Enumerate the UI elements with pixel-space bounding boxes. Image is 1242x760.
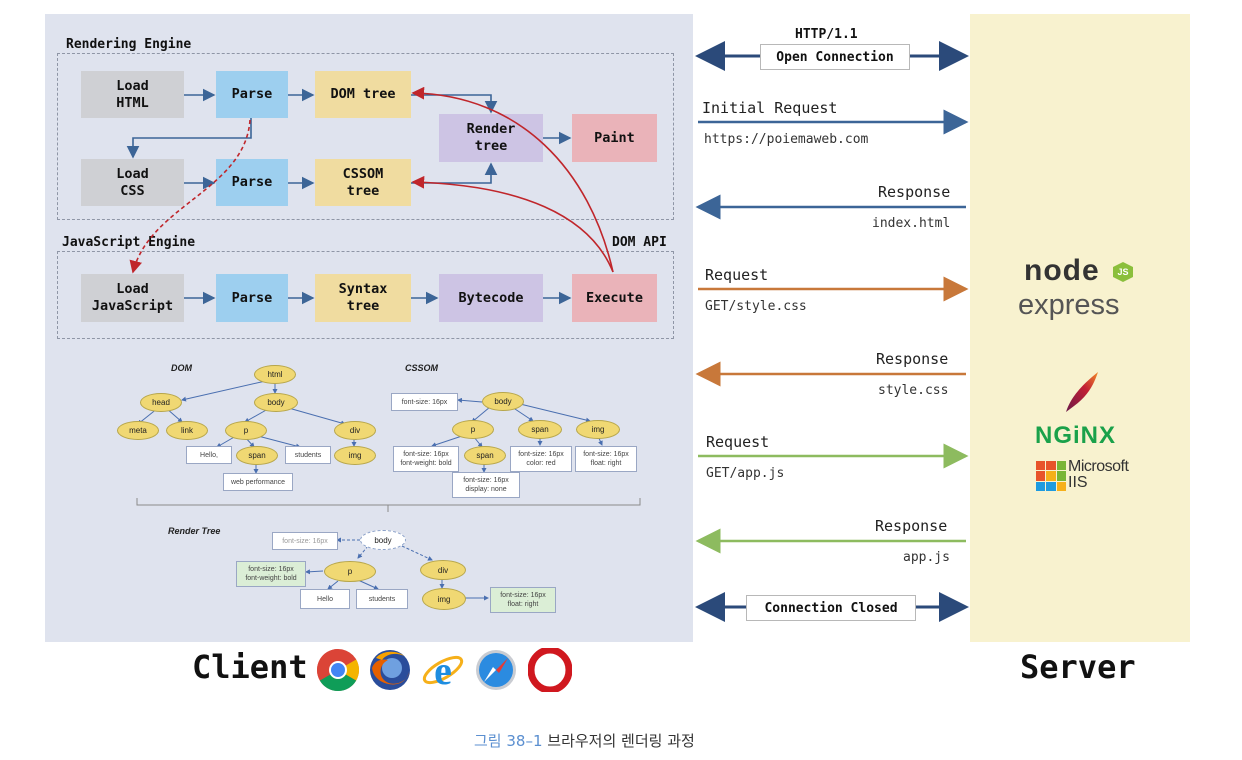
response-file-2: style.css [878,383,949,398]
dom-text-web-performance: web performance [223,473,293,491]
node-logo: node [1024,254,1100,287]
render-tree-box: Render tree [439,114,543,162]
cssom-node-img: img [576,420,620,439]
express-logo: express [1018,289,1120,321]
response-file-1: index.html [872,216,951,231]
dom-node-div: div [334,421,376,440]
dom-text-hello: Hello, [186,446,232,464]
nodejs-badge-icon: JS [1113,262,1133,282]
load-js-box: Load JavaScript [81,274,184,322]
render-style-body: font-size: 16px [272,532,338,550]
initial-request-label: Initial Request [702,99,838,117]
firefox-icon [370,650,410,690]
load-css-box: Load CSS [81,159,184,206]
cssom-style-span: font-size: 16px color: red [510,446,572,472]
render-text-students: students [356,589,408,609]
bytecode-box: Bytecode [439,274,543,322]
dom-node-html: html [254,365,296,384]
http-version-label: HTTP/1.1 [795,27,858,42]
render-style-img: font-size: 16px float: right [490,587,556,613]
render-node-div: div [420,560,466,580]
dom-node-link: link [166,421,208,440]
render-tree-title: Render Tree [168,526,221,536]
client-label: Client [192,648,308,686]
cssom-node-span-nested: span [464,446,506,465]
cssom-style-body: font-size: 16px [391,393,458,411]
figure-caption-text: 브라우저의 렌더링 과정 [547,732,695,750]
javascript-engine-frame [57,251,674,339]
rendering-engine-title: Rendering Engine [66,37,192,52]
request-label-2: Request [705,266,769,284]
request-path-3: GET/app.js [706,466,785,481]
response-label-1: Response [878,183,951,201]
request-label-3: Request [706,433,770,451]
dom-node-span: span [236,446,278,465]
cssom-tree-title: CSSOM [405,363,439,373]
open-connection-label: Open Connection [760,44,910,70]
request-path-2: GET/style.css [705,299,807,314]
response-label-3: Response [875,517,948,535]
parse-js-box: Parse [216,274,288,322]
dom-node-body: body [254,393,298,412]
cssom-tree-box: CSSOM tree [315,159,411,206]
dom-node-p: p [225,421,267,440]
cssom-node-body: body [482,392,524,411]
parse-html-box: Parse [216,71,288,118]
execute-box: Execute [572,274,657,322]
arrow-parse-to-load-css [126,118,252,159]
nginx-logo: NGiNX [1035,422,1117,449]
microsoft-iis-icon [1036,461,1066,491]
cssom-style-span-nested: font-size: 16px display: none [452,472,520,498]
chrome-icon [316,649,360,692]
cssom-node-p: p [452,420,494,439]
svg-text:e: e [434,648,452,692]
render-node-p: p [324,561,376,582]
connection-closed-label: Connection Closed [746,595,916,621]
apache-feather-icon [1066,372,1098,412]
cssom-node-span: span [518,420,562,439]
dom-text-students: students [285,446,331,464]
iis-label: IIS [1068,474,1088,491]
parse-css-box: Parse [216,159,288,206]
initial-request-url: https://poiemaweb.com [704,132,869,147]
javascript-engine-title: JavaScript Engine [62,235,196,250]
load-html-box: Load HTML [81,71,184,118]
cssom-style-img: font-size: 16px float: right [575,446,637,472]
rendering-engine-frame [57,53,674,220]
paint-box: Paint [572,114,657,162]
ie-icon: e [422,648,464,692]
arrow-parse-to-load-js [129,119,251,274]
response-file-3: app.js [903,550,950,565]
arrow-execute-to-cssom [411,175,614,273]
dom-api-label: DOM API [612,235,667,250]
syntax-tree-box: Syntax tree [315,274,411,322]
opera-icon [528,648,572,692]
server-label: Server [1020,648,1136,686]
render-style-p: font-size: 16px font-weight: bold [236,561,306,587]
dom-node-meta: meta [117,421,159,440]
render-node-body: body [360,530,406,550]
cssom-style-p: font-size: 16px font-weight: bold [393,446,459,472]
dom-tree-box: DOM tree [315,71,411,118]
dom-node-img: img [334,446,376,465]
microsoft-label: Microsoft [1068,458,1129,475]
render-text-hello: Hello [300,589,350,609]
figure-caption: 그림 38–1 브라우저의 렌더링 과정 [474,730,695,751]
arrow-execute-to-dom [411,86,614,273]
figure-number: 그림 38–1 [474,732,543,750]
dom-node-head: head [140,393,182,412]
response-label-2: Response [876,350,949,368]
server-panel [970,14,1190,642]
safari-icon [476,650,516,690]
dom-tree-title: DOM [171,363,192,373]
render-node-img: img [422,588,466,610]
